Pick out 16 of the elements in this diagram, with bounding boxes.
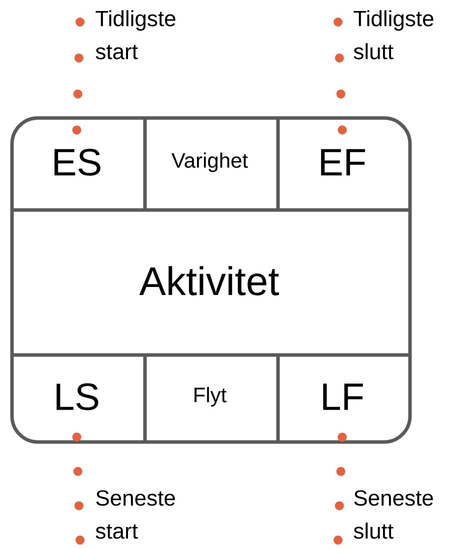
leader-line [72,18,84,135]
label-text: Seneste start [96,490,175,539]
label-text: Tidligste slutt [354,10,434,60]
label-text: Tidligste start [96,10,176,60]
table-cell: Varighet [172,152,248,172]
table-cell: ES [54,148,100,176]
table-cell: Flyt [194,386,226,407]
label-text: Seneste slutt [354,490,433,539]
activity-box [10,116,412,444]
table-cell: LS [56,383,98,410]
leader-line [334,430,347,544]
leader-line [72,430,84,544]
table-cell: LF [323,384,363,410]
table-cell: EF [321,149,365,176]
table-cell: Aktivitet [139,266,279,296]
leader-line [334,18,347,135]
